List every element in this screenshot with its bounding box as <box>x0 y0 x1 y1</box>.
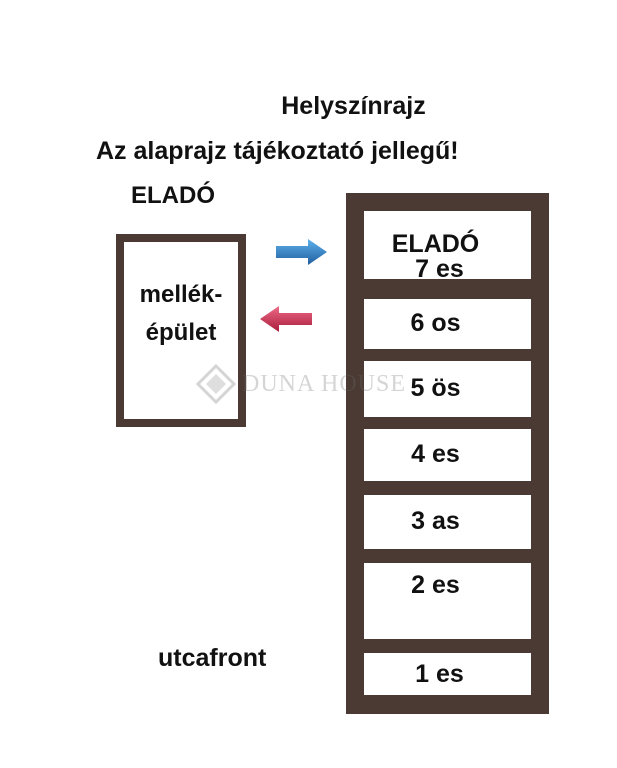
unit-6-label: 6 os <box>410 309 461 337</box>
building-tower: ELADÓ 7 es 6 os 5 ös 4 es 3 as 2 es 1 es <box>346 193 549 714</box>
diagram-title: Helyszínrajz <box>281 92 426 120</box>
diagram-subtitle: Az alaprajz tájékoztató jellegű! <box>96 137 459 165</box>
unit-7-sale-label: ELADÓ <box>391 230 480 258</box>
arrow-right-icon <box>276 239 327 265</box>
unit-7: ELADÓ 7 es <box>364 211 531 282</box>
outbuilding: mellék- épület <box>116 234 246 427</box>
street-front-label: utcafront <box>158 644 267 672</box>
unit-2: 2 es <box>364 563 531 639</box>
outbuilding-label-line2: épület <box>145 319 217 346</box>
outbuilding-label-line1: mellék- <box>139 281 223 308</box>
unit-3-label: 3 as <box>411 507 460 535</box>
unit-4-label: 4 es <box>411 440 460 468</box>
unit-3: 3 as <box>364 495 531 549</box>
unit-6: 6 os <box>364 299 531 349</box>
unit-5-label: 5 ös <box>410 374 461 402</box>
sale-label: ELADÓ <box>131 182 215 209</box>
unit-7-label: 7 es <box>415 255 464 283</box>
outbuilding-label: mellék- épület <box>124 276 238 352</box>
unit-4: 4 es <box>364 429 531 481</box>
unit-5: 5 ös <box>364 361 531 417</box>
unit-2-label: 2 es <box>411 571 460 599</box>
unit-1: 1 es <box>364 653 531 695</box>
unit-1-label: 1 es <box>415 660 464 688</box>
arrow-left-icon <box>260 306 312 332</box>
